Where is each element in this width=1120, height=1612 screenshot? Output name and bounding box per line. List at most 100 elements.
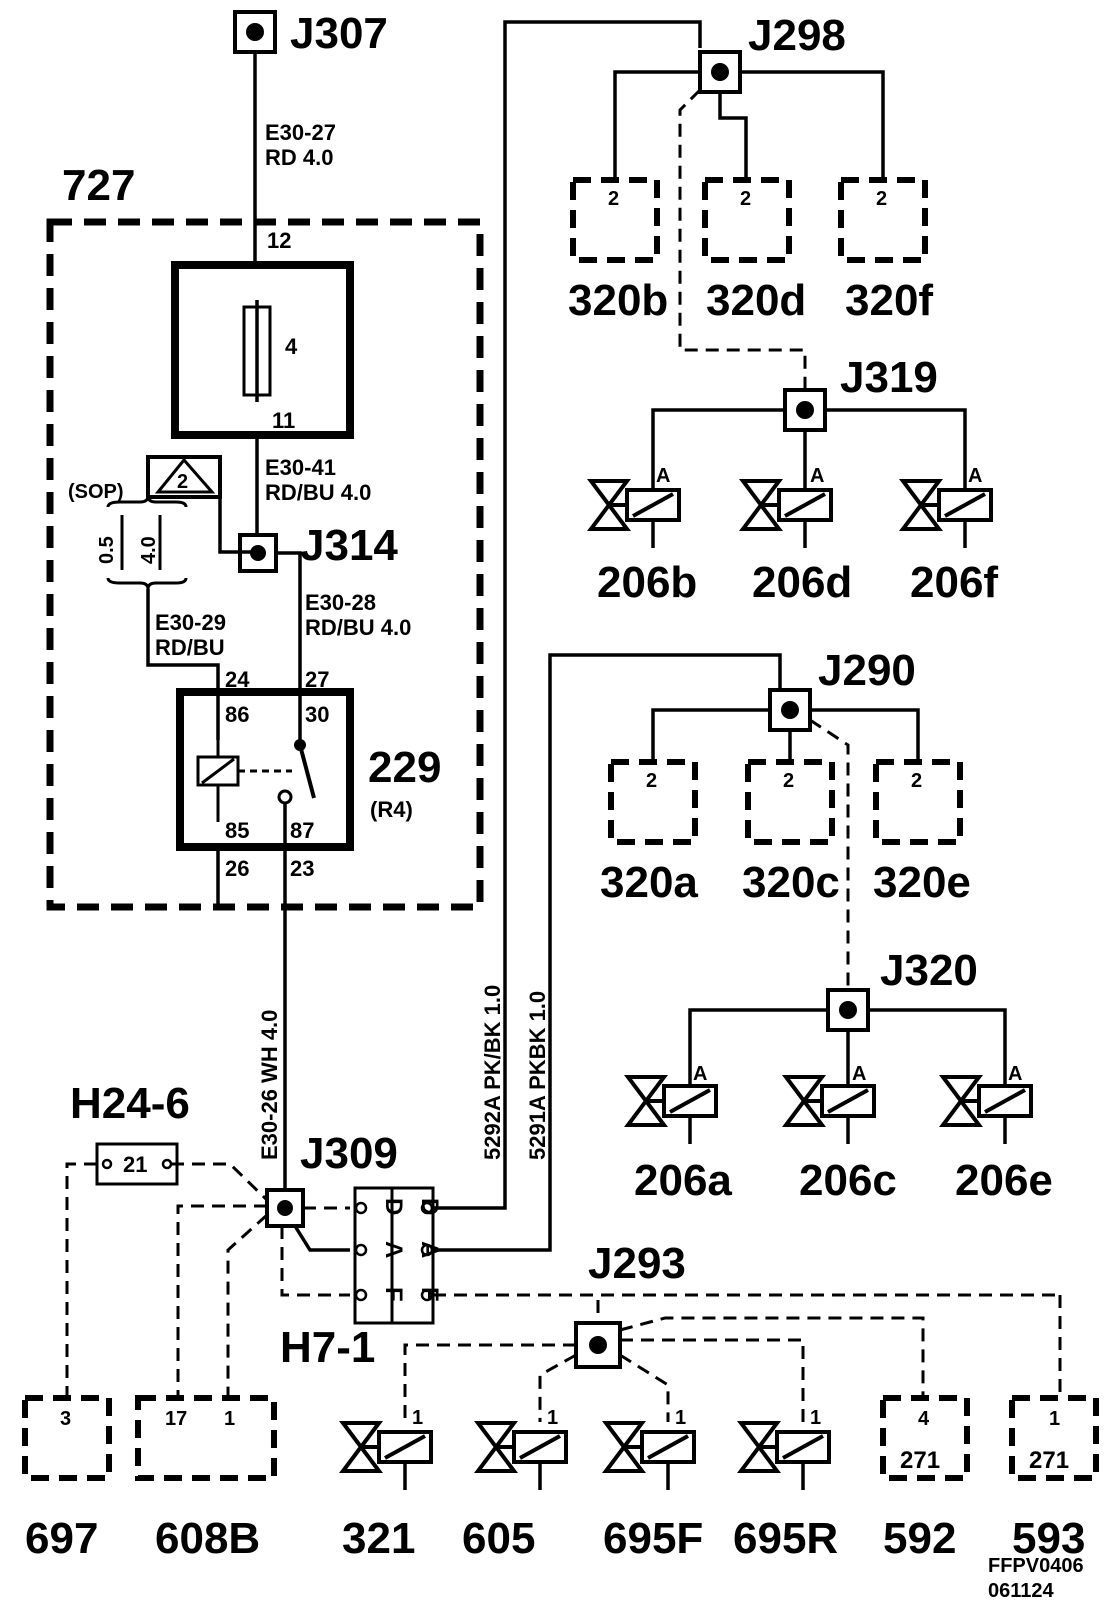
sensor-320f: 2 320f [838, 177, 933, 325]
component-593-label: 593 [1012, 1514, 1085, 1563]
sensor-320e-label: 320e [873, 858, 971, 907]
component-593: 1 271 593 [1009, 1395, 1099, 1563]
fuse-number: 4 [285, 334, 298, 359]
valve-206f-symbol [899, 479, 993, 548]
component-605-label: 605 [462, 1514, 535, 1563]
valves-lower [624, 1075, 1033, 1144]
relay-pin-85: 85 [225, 818, 249, 843]
valve-206c-valve-icon [782, 1075, 826, 1127]
component-695f-pin: 1 [675, 1407, 686, 1429]
component-605-pin: 1 [547, 1407, 558, 1429]
component-695f-valve-icon [602, 1421, 646, 1473]
valve-206b-symbol [587, 479, 681, 548]
h7-1-pin-a-right: A [416, 1241, 443, 1258]
j309-connector: J309 [265, 1129, 398, 1228]
valve-206f-label: 206f [910, 558, 998, 607]
fuse-pin-out: 11 [272, 408, 295, 433]
component-321-pin: 1 [412, 1407, 423, 1429]
j298-connector: J298 [698, 11, 846, 94]
sop-option-a: 0.5 [96, 536, 118, 564]
valve-206e-symbol [939, 1075, 1033, 1144]
sensor-320f-pin: 2 [876, 188, 887, 210]
j290-connector: J290 [768, 646, 916, 732]
wire-e30-29-code: E30-29 [155, 610, 226, 635]
relay-pin-30: 30 [305, 702, 329, 727]
wire-e30-27-code: E30-27 [265, 120, 336, 145]
h24-6-label: H24-6 [70, 1079, 190, 1128]
relay-harness-pin-27: 27 [305, 667, 329, 692]
fuse-pin-in: 12 [267, 228, 291, 253]
sensor-320e: 2 320e [873, 759, 971, 907]
j320-label: J320 [880, 946, 978, 995]
h7-1-pin-d-right: D [416, 1198, 443, 1215]
component-695r-label: 695R [733, 1514, 838, 1563]
valves-bottom [339, 1421, 831, 1490]
sensor-320a-label: 320a [600, 858, 698, 907]
wire-5292a [433, 20, 702, 1210]
sop-brace-top [106, 495, 188, 508]
wire-5291a [433, 653, 782, 1252]
valve-206e-valve-icon [939, 1075, 983, 1127]
relay-harness-pin-23: 23 [290, 856, 314, 881]
h7-1-connector: D D A A F F H7-1 [280, 1186, 443, 1372]
valve-206a-symbol [624, 1075, 718, 1144]
h7-1-pin-a-left: A [380, 1241, 407, 1258]
component-697-label: 697 [25, 1514, 98, 1563]
wire-e30-27-spec: RD 4.0 [265, 145, 333, 170]
component-608b-pin-17: 17 [165, 1408, 187, 1430]
relay-switch-arm [298, 744, 316, 799]
sensor-320f-label: 320f [845, 276, 933, 325]
valve-206f-valve-icon [899, 479, 943, 531]
relay-harness-pin-26: 26 [225, 856, 249, 881]
h7-1-label: H7-1 [280, 1323, 375, 1372]
h24-6-connector: H24-6 21 [70, 1079, 190, 1186]
sensor-320b: 2 320b [568, 177, 668, 325]
wire-e30-28-code: E30-28 [305, 590, 376, 615]
relay-position-label: (R4) [370, 797, 413, 822]
component-593-sub: 271 [1029, 1447, 1069, 1474]
wire-5291a-label: 5291A PKBK 1.0 [525, 991, 550, 1160]
valve-206d-label: 206d [752, 558, 852, 607]
sensor-320b-pin: 2 [608, 188, 619, 210]
component-608b-pin-1: 1 [224, 1408, 235, 1430]
sensor-320d-pin: 2 [740, 188, 751, 210]
j293-connector: J293 [574, 1239, 686, 1369]
wire-e30-26-label: E30-26 WH 4.0 [257, 1010, 282, 1160]
wire-e30-28 [276, 551, 302, 692]
sensor-320b-label: 320b [568, 276, 668, 325]
sensor-320d-label: 320d [706, 276, 806, 325]
j309-label: J309 [300, 1129, 398, 1178]
valve-206a-valve-icon [624, 1075, 668, 1127]
sop-label: (SOP) [68, 481, 124, 503]
j293-label: J293 [588, 1239, 686, 1288]
j314-connector: J314 [238, 521, 398, 573]
component-695f-label: 695F [603, 1514, 703, 1563]
sensor-320a-pin: 2 [646, 770, 657, 792]
h7-1-pin-f-right: F [416, 1287, 443, 1302]
component-695r-symbol [737, 1421, 831, 1490]
j307-connector: J307 [233, 9, 388, 58]
valve-206a-pin: A [693, 1063, 707, 1085]
valve-206b-pin: A [656, 465, 670, 487]
component-593-pin: 1 [1049, 1408, 1060, 1430]
wire-e30-29-spec: RD/BU [155, 635, 225, 660]
valve-206d-pin: A [810, 465, 824, 487]
h7-1-pin-f-left: F [380, 1287, 407, 1302]
sop-triangle-number: 2 [177, 471, 188, 493]
relay-contact-87 [277, 789, 293, 805]
j298-label: J298 [748, 11, 846, 60]
wire-e30-41-spec: RD/BU 4.0 [265, 480, 371, 505]
relay-harness-pin-24: 24 [225, 667, 250, 692]
valve-206c-symbol [782, 1075, 876, 1144]
h7-1-pin-d-left: D [380, 1198, 407, 1215]
j320-connector: J320 [826, 946, 978, 1032]
valve-206e-label: 206e [955, 1156, 1053, 1205]
footer-date: 061124 [988, 1580, 1055, 1602]
valve-206f-pin: A [968, 465, 982, 487]
component-605-symbol [474, 1421, 568, 1490]
component-697-pin: 3 [60, 1408, 71, 1430]
j319-connector: J319 [783, 353, 938, 432]
sensor-320a: 2 320a [600, 759, 698, 907]
component-697: 3 697 [22, 1395, 112, 1563]
